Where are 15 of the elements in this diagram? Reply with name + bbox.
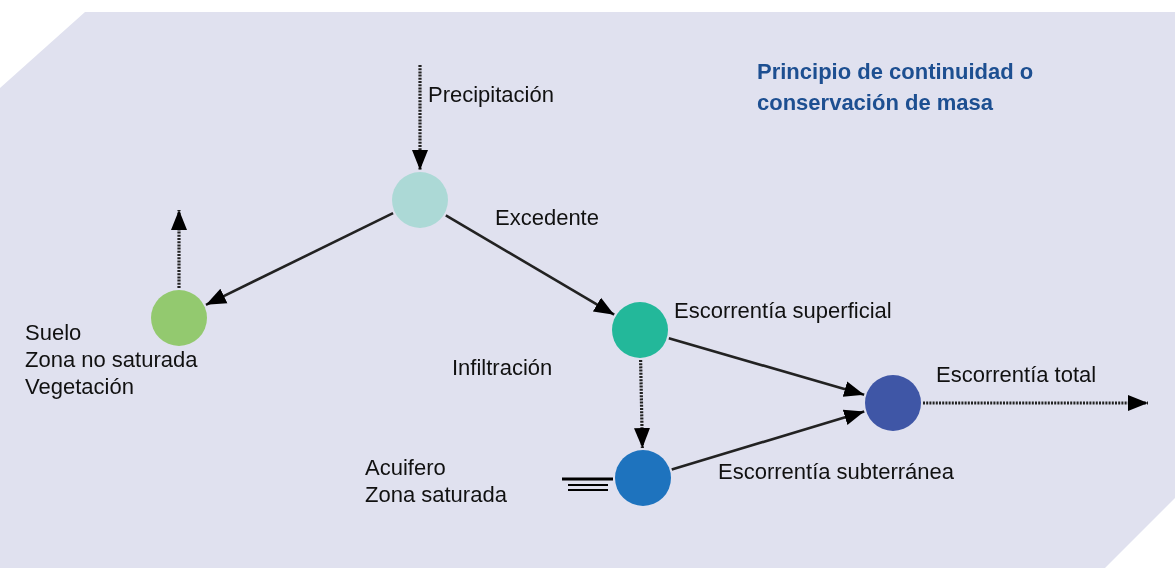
arrow xyxy=(671,409,865,471)
node-caption: Suelo xyxy=(25,320,82,347)
node-caption: Vegetación xyxy=(25,374,134,401)
node-caption: Acuifero xyxy=(365,455,446,482)
node-caption: Escorrentía superficial xyxy=(674,298,892,325)
arrow xyxy=(445,214,615,316)
arrow xyxy=(205,212,394,306)
arrow xyxy=(668,337,865,397)
arrow xyxy=(171,210,187,288)
diagram-title: Principio de continuidad o conservación de masa xyxy=(757,58,1035,117)
arrow xyxy=(634,359,650,449)
arrow xyxy=(923,395,1148,411)
node-caption: Zona no saturada xyxy=(25,347,198,374)
node-caption: Zona saturada xyxy=(365,482,507,509)
arrow xyxy=(412,65,428,170)
